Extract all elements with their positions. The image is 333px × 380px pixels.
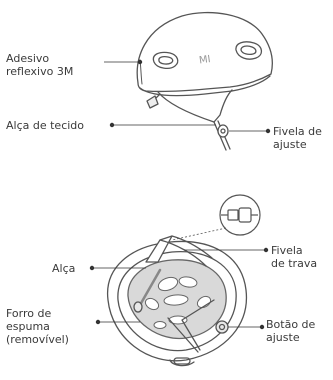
helmet-logo: MI bbox=[198, 54, 211, 67]
helmet-underside-view bbox=[106, 235, 248, 367]
label-fabric-strap: Alça de tecido bbox=[6, 119, 85, 132]
helmet-side-view bbox=[136, 11, 273, 151]
leader-lines-bottom bbox=[89, 247, 269, 330]
label-lock-buckle: Fivela de trava bbox=[271, 244, 318, 270]
label-adjust-buckle: Fivela de ajuste bbox=[273, 125, 322, 151]
leader-lines-top bbox=[104, 59, 271, 134]
label-adjust-button: Botão de ajuste bbox=[266, 318, 316, 344]
label-reflective-sticker: Adesivo reflexivo 3M bbox=[6, 52, 74, 78]
label-foam-liner: Forro de espuma (removível) bbox=[6, 307, 69, 346]
label-strap: Alça bbox=[52, 262, 76, 275]
lock-buckle-zoom bbox=[171, 194, 261, 241]
